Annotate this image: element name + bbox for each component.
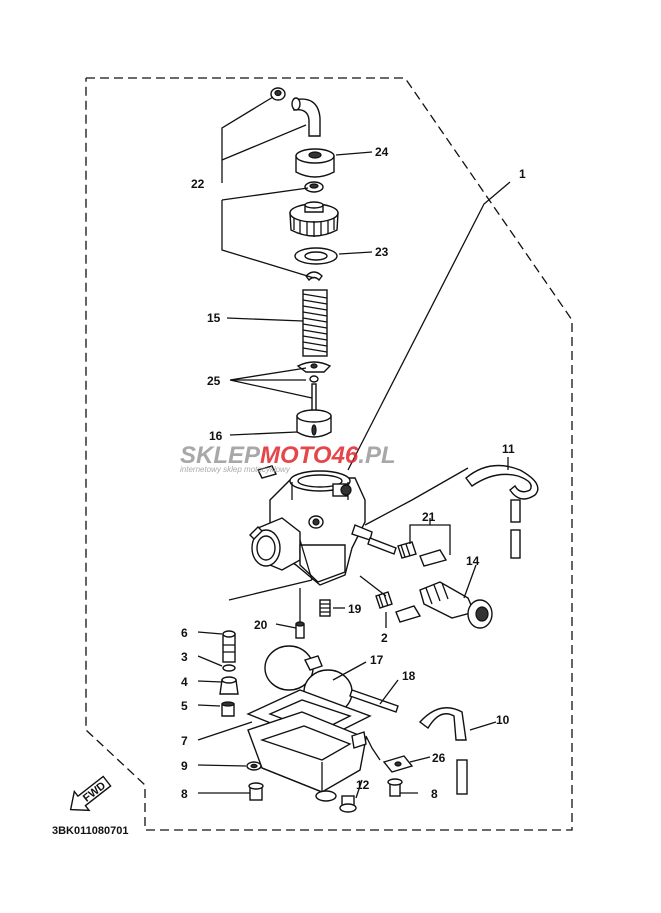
throttle-stop-screw-part (367, 537, 448, 567)
screw-right-part (387, 778, 403, 797)
callout-8-right: 8 (431, 787, 438, 801)
callout-15: 15 (207, 311, 221, 325)
float-chamber-part (247, 711, 367, 802)
washer-part (246, 761, 262, 771)
main-jet-holder-part (219, 676, 239, 695)
elbow-hose-part (291, 97, 321, 137)
mixing-chamber-cap-part (295, 148, 335, 178)
watermark-brand-2: MOTO (260, 442, 332, 469)
air-jet-part (295, 621, 305, 639)
callout-17: 17 (370, 653, 384, 667)
watermark-brand-4: .PL (358, 442, 395, 469)
callout-4: 4 (181, 675, 188, 689)
float-pin-part (349, 689, 399, 713)
callout-3: 3 (181, 650, 188, 664)
callout-26: 26 (432, 751, 446, 765)
callout-21: 21 (422, 510, 436, 524)
drain-screw-part (339, 795, 357, 813)
plate-part (382, 755, 414, 773)
overflow-hose-part (465, 464, 539, 559)
needle-retainer-part (296, 361, 332, 383)
leader-lines (197, 96, 511, 799)
callout-11: 11 (502, 442, 515, 456)
pilot-jet-part (319, 599, 331, 617)
throttle-spring-part (302, 289, 328, 357)
callout-25: 25 (207, 374, 221, 388)
assembly-boundary (85, 77, 573, 831)
pilot-screw-part (375, 591, 422, 623)
callout-5: 5 (181, 699, 188, 713)
carburetor-body-part (249, 465, 373, 586)
callout-18: 18 (402, 669, 416, 683)
top-cap-part (289, 201, 339, 237)
svg-text:SKLEPMOTO46.PL: SKLEPMOTO46.PL (180, 442, 396, 469)
drain-hose-part (418, 707, 468, 795)
callout-6: 6 (181, 626, 188, 640)
callout-1: 1 (519, 167, 526, 181)
callout-19: 19 (348, 602, 362, 616)
callout-23: 23 (375, 245, 389, 259)
diagram-code: 3BK011080701 (52, 825, 128, 837)
callout-20: 20 (254, 618, 268, 632)
needle-jet-part (222, 630, 236, 663)
callout-7: 7 (181, 734, 188, 748)
throttle-valve-part (296, 409, 332, 438)
forward-arrow-icon: FWD (69, 775, 112, 812)
callout-8-left: 8 (181, 787, 188, 801)
cap-nut-part (270, 87, 286, 101)
main-jet-part (221, 701, 235, 717)
cap-gasket-part (294, 247, 338, 265)
callout-24: 24 (375, 145, 389, 159)
o-ring-part (222, 664, 236, 672)
screw-left-part (248, 782, 264, 801)
small-nut-part (304, 181, 324, 193)
callout-2: 2 (381, 631, 388, 645)
clip-part (305, 271, 323, 282)
callout-10: 10 (496, 713, 510, 727)
callout-14: 14 (466, 554, 480, 568)
watermark-brand-1: SKLEP (180, 442, 261, 469)
watermark-logo: SKLEPMOTO46.PL internetowy sklep motocyk… (180, 442, 396, 474)
callout-12: 12 (356, 778, 370, 792)
callout-16: 16 (209, 429, 223, 443)
starter-plunger-part (419, 581, 493, 629)
watermark-brand-3: 46 (331, 442, 359, 469)
callout-22: 22 (191, 177, 205, 191)
watermark-tagline: internetowy sklep motocyklowy (180, 465, 291, 474)
callout-9: 9 (181, 759, 188, 773)
